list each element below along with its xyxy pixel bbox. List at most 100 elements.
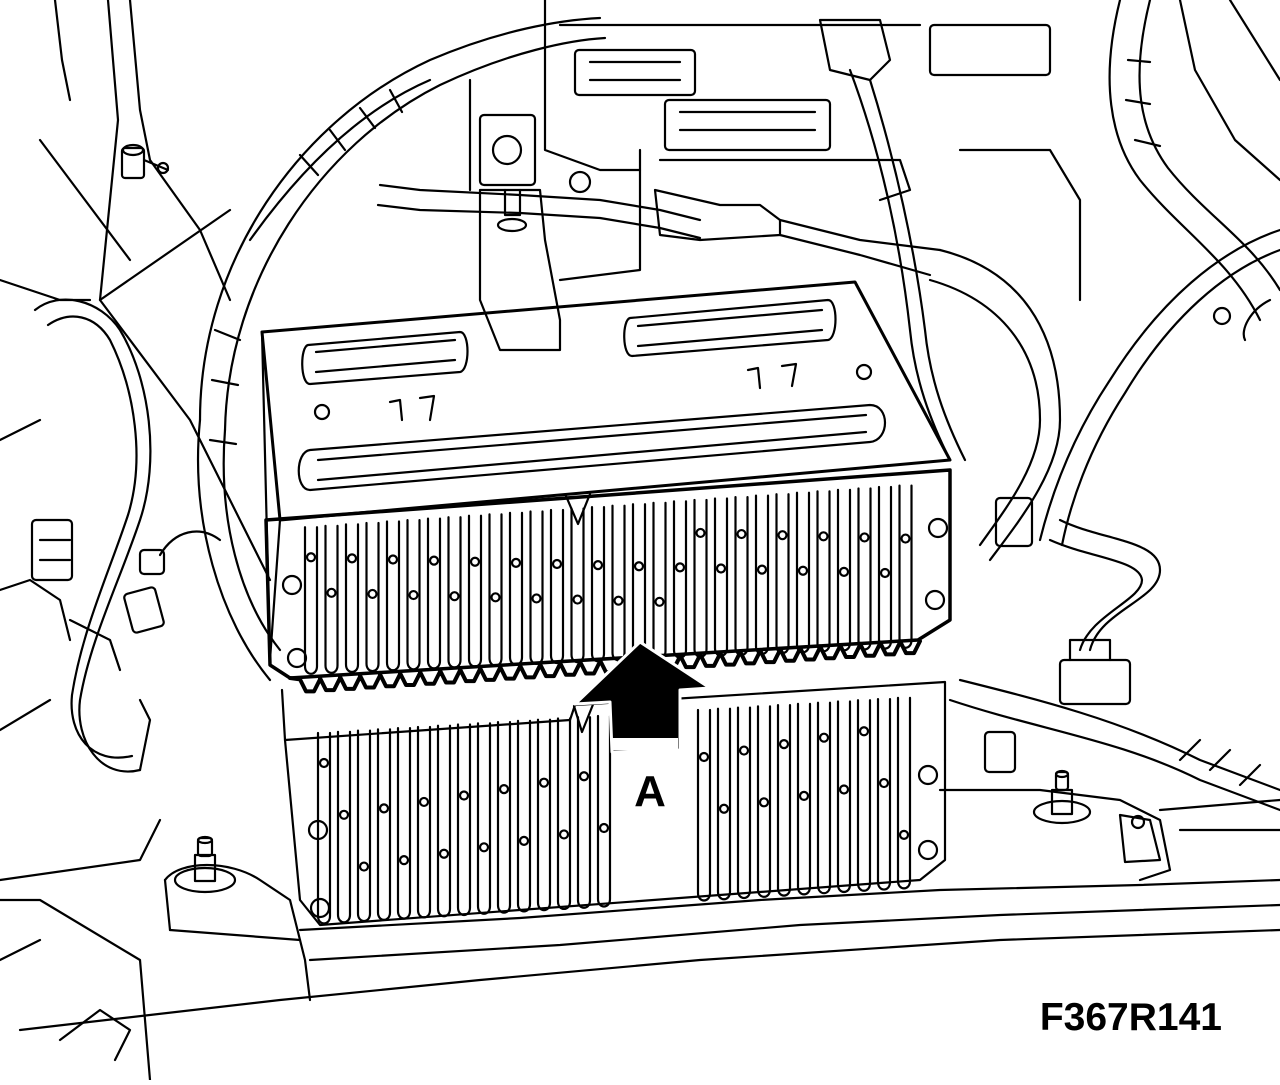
fin-hole: [458, 790, 470, 801]
fin-hole: [695, 527, 706, 539]
lower-fin: [816, 701, 832, 895]
right-harness: [928, 0, 1280, 812]
fin-hole: [798, 790, 810, 802]
main-harness: [138, 16, 607, 682]
upper-fin: [611, 504, 626, 662]
lower-fin: [336, 730, 352, 924]
lower-fin: [556, 717, 572, 911]
fin-hole: [838, 784, 850, 795]
lower-fin: [456, 723, 472, 917]
upper-fin: [447, 516, 462, 669]
lower-fin: [316, 731, 332, 925]
upper-fin: [877, 485, 893, 650]
fin-hole: [326, 587, 337, 598]
upper-fin: [365, 521, 380, 673]
lower-fin: [716, 707, 732, 901]
fin-hole: [551, 558, 563, 570]
upper-fin: [385, 520, 401, 672]
fin-hole: [633, 561, 645, 572]
lower-fin: [876, 697, 892, 891]
upper-fin: [570, 507, 585, 664]
upper-fin: [549, 508, 565, 665]
fin-hole: [346, 553, 358, 564]
lower-fin: [576, 716, 592, 909]
lower-fin: [856, 699, 872, 892]
fin-hole: [715, 563, 727, 574]
upper-fin: [324, 524, 339, 674]
fin-hole: [838, 566, 850, 577]
fin-hole: [818, 531, 829, 542]
fin-hole: [898, 829, 910, 840]
fin-gap-edge: [288, 639, 922, 694]
fin-hole: [378, 803, 390, 814]
upper-fin: [488, 513, 503, 667]
lower-fin: [736, 706, 752, 900]
upper-fin: [426, 517, 442, 670]
lower-fin: [496, 720, 512, 914]
fin-hole: [777, 530, 788, 541]
upper-fin: [303, 526, 319, 675]
figure-code: F367R141: [1039, 996, 1222, 1039]
fin-hole: [578, 771, 590, 782]
upper-fin: [344, 523, 360, 674]
fin-hole: [490, 592, 501, 603]
fin-hole: [558, 829, 570, 840]
fin-hole: [758, 797, 770, 808]
callout-arrow: [573, 640, 712, 754]
fin-hole: [531, 593, 542, 604]
fin-hole: [305, 552, 317, 563]
fin-hole: [572, 594, 583, 605]
fin-hole: [598, 822, 610, 834]
lower-fin: [516, 719, 532, 913]
fin-hole: [674, 562, 686, 573]
upper-fin: [775, 493, 790, 655]
fin-hole: [859, 532, 870, 543]
upper-fin: [590, 506, 606, 663]
fin-hole: [858, 726, 870, 737]
upper-fin: [508, 511, 524, 666]
floor-tray: [0, 788, 1280, 1082]
fin-hole: [398, 855, 410, 866]
fin-hole: [613, 595, 624, 606]
upper-fin: [713, 497, 729, 657]
right-floor-stud: [1032, 769, 1092, 825]
fin-hole: [449, 591, 460, 602]
fin-hole: [469, 556, 481, 567]
upper-fin: [652, 501, 667, 660]
mounting-bracket: [478, 188, 562, 352]
fin-hole: [698, 751, 710, 763]
upper-fin: [631, 503, 647, 661]
fin-hole: [718, 803, 730, 814]
upper-fin: [734, 495, 749, 656]
fin-hole: [338, 809, 350, 820]
fin-hole: [318, 757, 330, 769]
fin-hole: [418, 796, 430, 808]
right-connectors: [983, 496, 1132, 774]
fin-hole: [797, 565, 809, 576]
left-floor-stud: [173, 835, 237, 894]
top-components: [376, 0, 1082, 462]
fin-hole: [738, 745, 750, 756]
fin-hole: [498, 783, 510, 795]
fin-hole: [654, 596, 665, 607]
upper-fin: [406, 518, 421, 671]
lower-fin: [896, 696, 912, 890]
lower-fin: [416, 725, 432, 919]
fin-hole: [756, 564, 768, 575]
fin-hole: [879, 567, 891, 579]
left-top-stud: [120, 143, 170, 180]
fin-hole: [818, 732, 830, 743]
upper-fin: [529, 510, 544, 665]
fin-hole: [736, 528, 747, 540]
lower-fin: [476, 722, 492, 915]
lower-fin: [596, 714, 612, 908]
left-cable-loop: [33, 298, 152, 773]
upper-fin: [754, 494, 770, 656]
lower-fin: [696, 708, 712, 902]
lower-fin: [376, 728, 392, 921]
upper-fin: [816, 490, 831, 653]
fin-hole: [408, 589, 419, 601]
upper-fin: [898, 484, 913, 649]
fin-hole: [478, 842, 490, 853]
